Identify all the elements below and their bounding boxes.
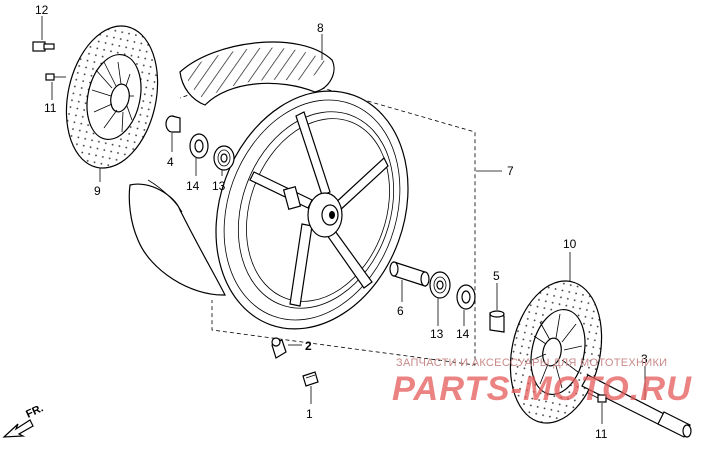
- bolt-11-lower-icon: [587, 392, 607, 403]
- callout-11-lower: 11: [595, 427, 608, 441]
- callout-4: 4: [167, 155, 174, 169]
- axle-3-icon: [581, 374, 692, 438]
- callout-2: 2: [305, 339, 312, 353]
- callout-1: 1: [306, 407, 313, 421]
- seal-14-left-icon: [189, 133, 209, 159]
- spacer-6-icon: [389, 261, 430, 287]
- callout-13-right: 13: [430, 327, 444, 341]
- tire-upper: [179, 41, 335, 106]
- callout-11-upper: 11: [44, 101, 57, 115]
- valve-2-icon: [271, 337, 287, 359]
- callout-14-right: 14: [456, 327, 470, 341]
- weight-1-icon: [302, 371, 319, 387]
- callout-5: 5: [493, 269, 500, 283]
- watermark: ЗАПЧАСТИ И АКСЕССУАРЫ ДЛЯ МОТОТЕХНИКИ PA…: [392, 357, 692, 408]
- left-brake-disc: [65, 25, 159, 169]
- callout-14-left: 14: [186, 179, 200, 193]
- bearing-13-left-icon: [213, 145, 235, 171]
- callout-3: 3: [641, 352, 648, 366]
- collar-4-icon: [165, 115, 181, 133]
- wheel-rim: [215, 90, 409, 330]
- tire-lower: [128, 179, 226, 296]
- callout-9: 9: [94, 184, 101, 198]
- front-direction-indicator: FR.: [2, 402, 45, 438]
- leader-lines: [41, 16, 646, 424]
- watermark-tagline: ЗАПЧАСТИ И АКСЕССУАРЫ ДЛЯ МОТОТЕХНИКИ: [396, 357, 667, 369]
- bolt-11-upper-icon: [45, 73, 66, 81]
- direction-label: FR.: [24, 402, 45, 420]
- callout-labels: 12 8 11 4 14 13 9 7 10 5 6 13 14 2 3 1 1…: [35, 3, 648, 441]
- callout-6: 6: [397, 304, 404, 318]
- bearing-13-right-icon: [429, 271, 451, 299]
- callout-7: 7: [507, 164, 514, 178]
- callout-8: 8: [317, 21, 324, 35]
- callout-12: 12: [35, 3, 49, 17]
- direction-arrow-icon: [2, 419, 34, 438]
- right-brake-disc: [509, 280, 603, 424]
- bolt-12-icon: [32, 41, 55, 52]
- seal-14-right-icon: [456, 284, 476, 310]
- callout-13-left: 13: [212, 179, 226, 193]
- watermark-brand: PARTS-MOTO.RU: [392, 370, 692, 408]
- collar-5-icon: [489, 310, 505, 333]
- callout-10: 10: [563, 237, 577, 251]
